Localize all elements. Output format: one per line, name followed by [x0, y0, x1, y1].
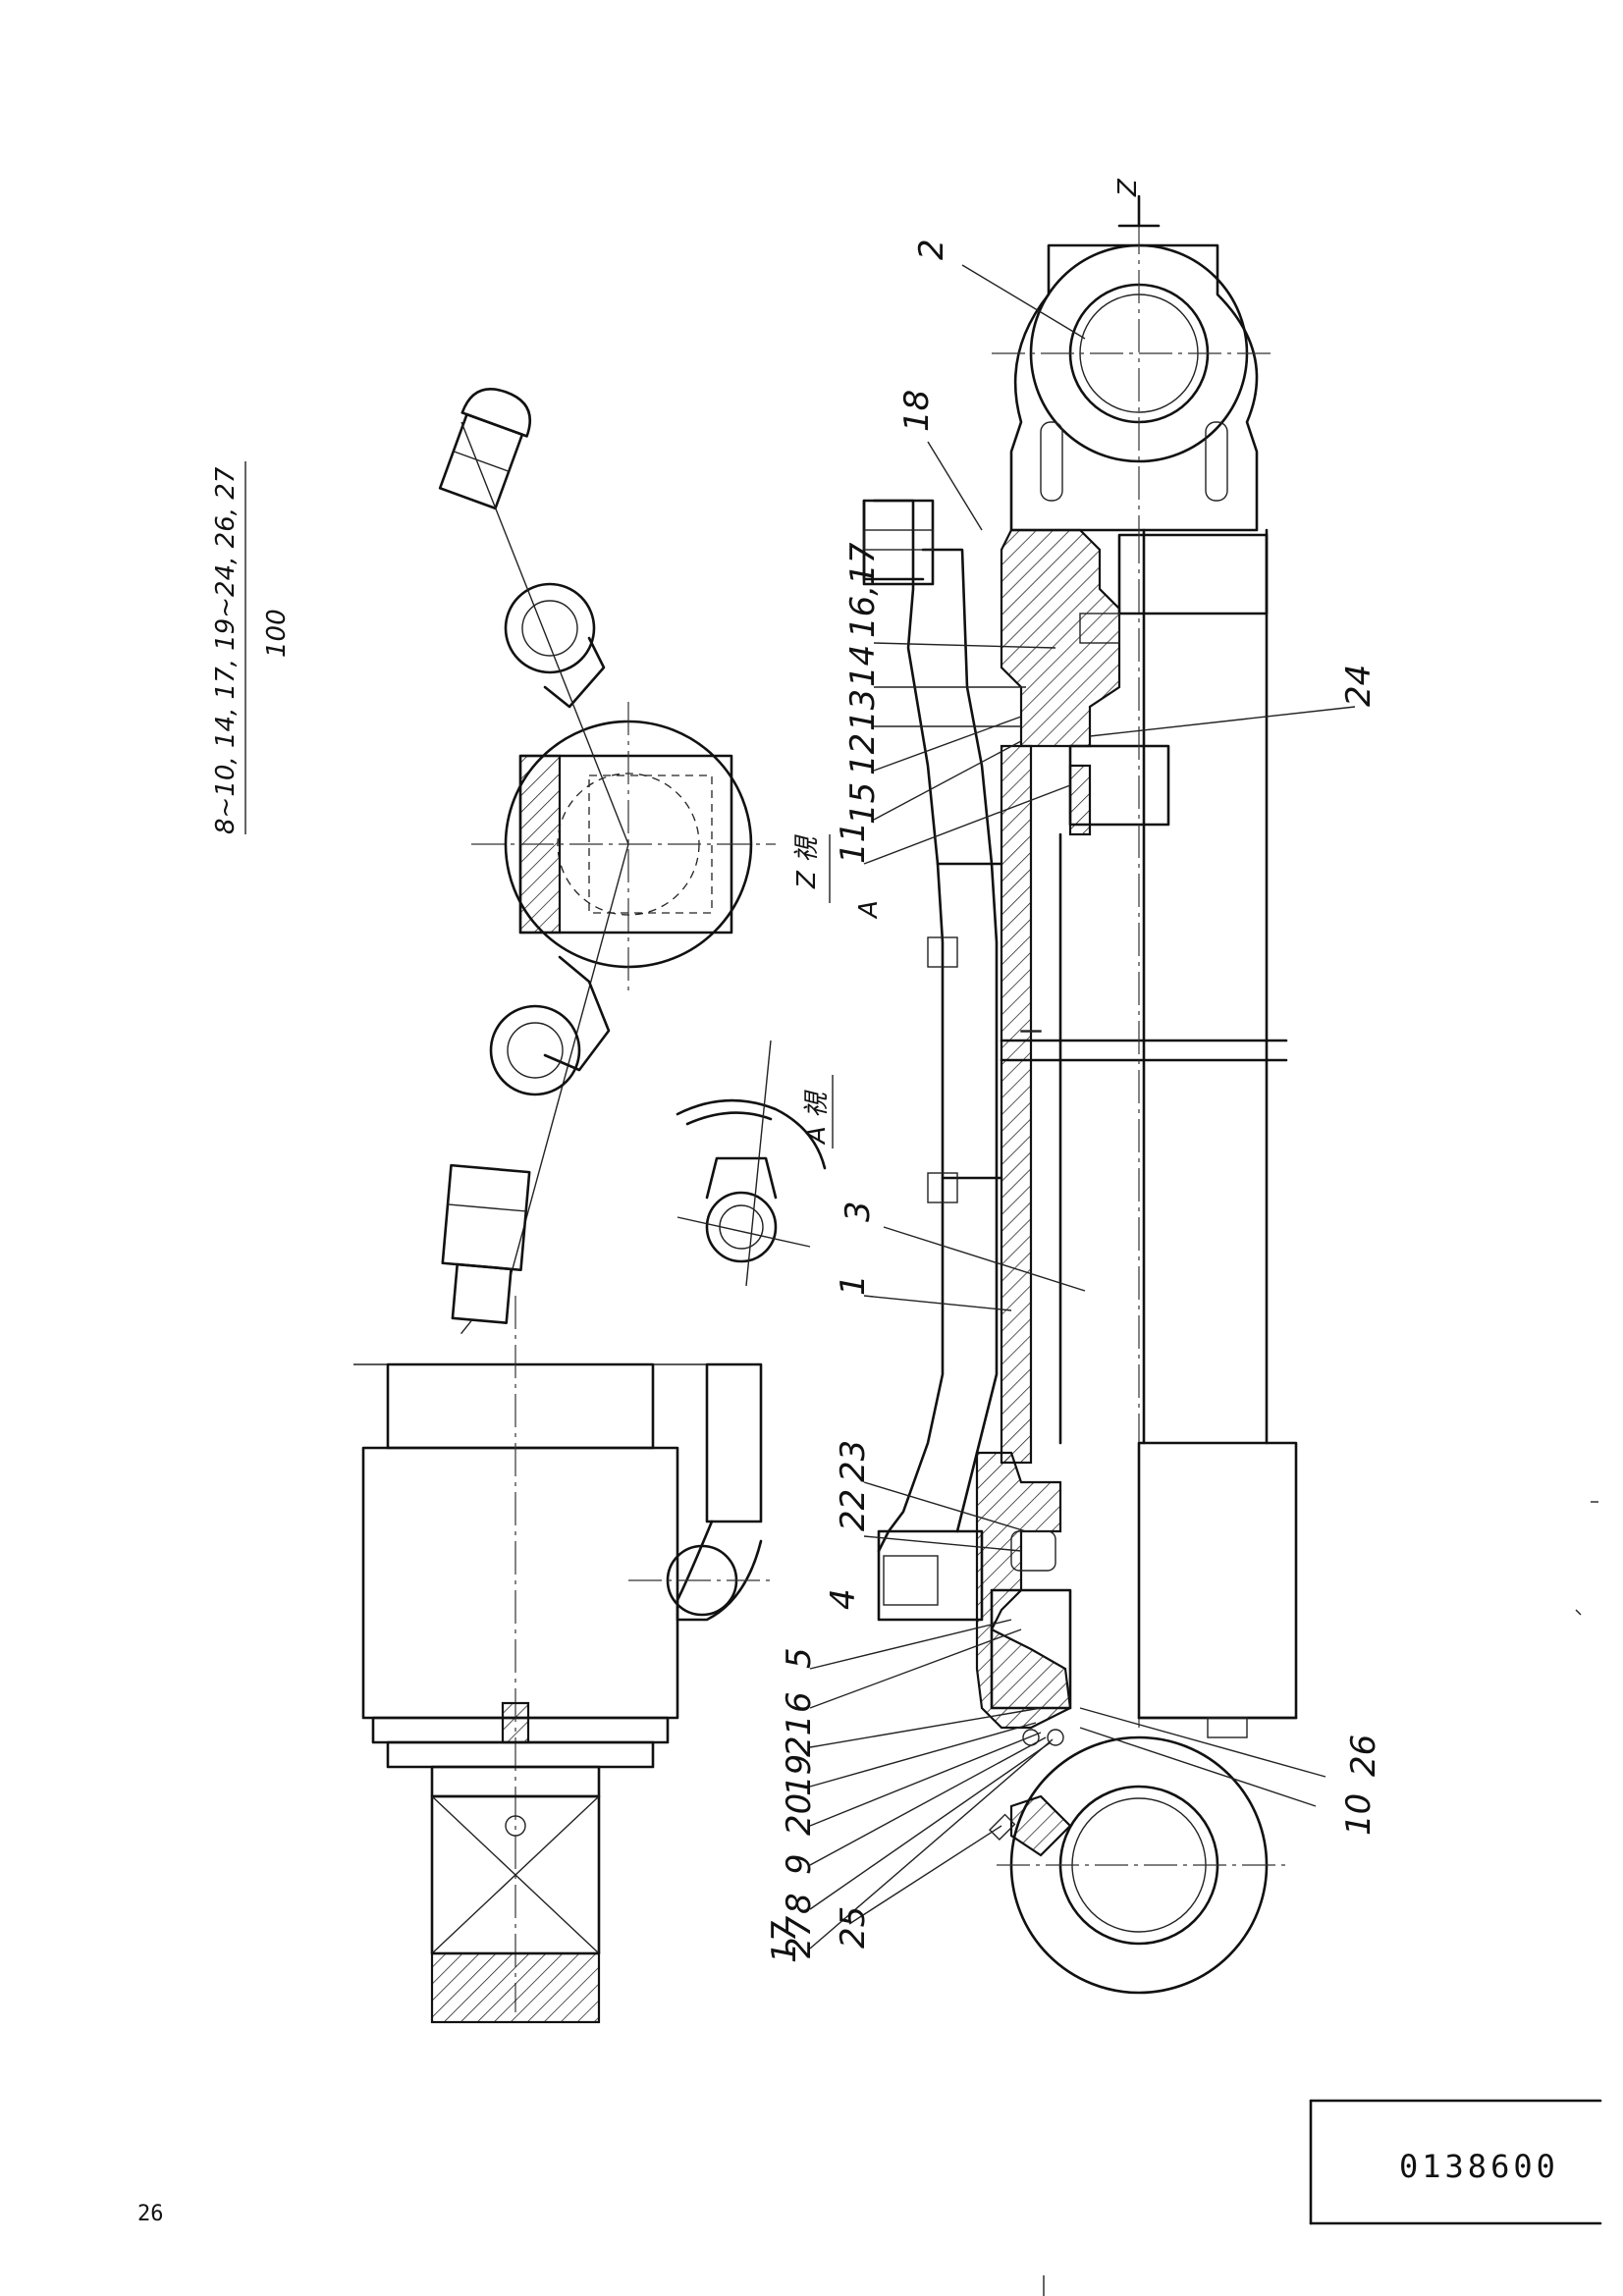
part-label: 19 [780, 1754, 819, 1796]
part-label: 1 [834, 1274, 873, 1296]
main-cylinder-assembly [862, 194, 1298, 1995]
drawing-number: 0138600 [1399, 2148, 1559, 2185]
note-denominator: 100 [262, 609, 292, 658]
piston-rod [1137, 1441, 1298, 1738]
part-label: 3 [839, 1201, 878, 1222]
external-pipe [862, 499, 1003, 1622]
part-label: 17 [765, 1920, 804, 1963]
cylinder-head [1000, 528, 1269, 836]
part-label: 12 [843, 733, 883, 775]
z-view-detail [438, 388, 776, 1335]
part-label: 24 [1339, 665, 1379, 707]
part-label: 9 [780, 1853, 819, 1875]
part-label: 18 [897, 390, 937, 432]
part-label: 10 [1339, 1793, 1379, 1836]
part-label: 11 [834, 822, 873, 864]
cylinder-barrel [1000, 528, 1288, 1728]
part-label: 15 [843, 782, 883, 825]
a-view-title: A 視 [802, 1090, 832, 1146]
drawing-number-block: 0138600 [1309, 2099, 1602, 2225]
bottom-rod-eye [988, 1735, 1286, 1995]
a-view-marker: A [854, 900, 884, 920]
part-label: 23 [834, 1440, 873, 1482]
z-view-title: Z 視 [792, 834, 822, 889]
leader-lines [809, 264, 1356, 1949]
part-label: 4 [824, 1588, 863, 1610]
page-number: 26 [137, 2202, 164, 2226]
top-clevis-eye [992, 194, 1276, 532]
scan-specks [1043, 1501, 1598, 2296]
part-label: 13 [843, 689, 883, 731]
rod-gland [975, 1451, 1072, 1746]
side-view-block [353, 1296, 776, 2024]
part-label: 25 [834, 1906, 873, 1949]
bom-note: 8~10, 14, 17, 19~24, 26, 27 100 [211, 461, 292, 834]
part-labels: 21816,1714131215112431232245621192098271… [765, 239, 1383, 1963]
part-label: 5 [780, 1647, 819, 1669]
part-label: 8 [780, 1893, 819, 1914]
a-view-detail [676, 1040, 827, 1287]
part-label: 6 [780, 1691, 819, 1713]
note-numerator: 8~10, 14, 17, 19~24, 26, 27 [211, 466, 241, 834]
part-label: 16,17 [843, 542, 883, 638]
part-label: 2 [912, 239, 951, 260]
z-view-marker: Z [1113, 178, 1143, 197]
part-label: 21 [780, 1715, 819, 1757]
part-label: 26 [1344, 1735, 1383, 1777]
part-label: 14 [843, 645, 883, 687]
part-label: 22 [834, 1489, 873, 1531]
part-label: 20 [780, 1793, 819, 1836]
part-label: 27 [780, 1915, 819, 1958]
